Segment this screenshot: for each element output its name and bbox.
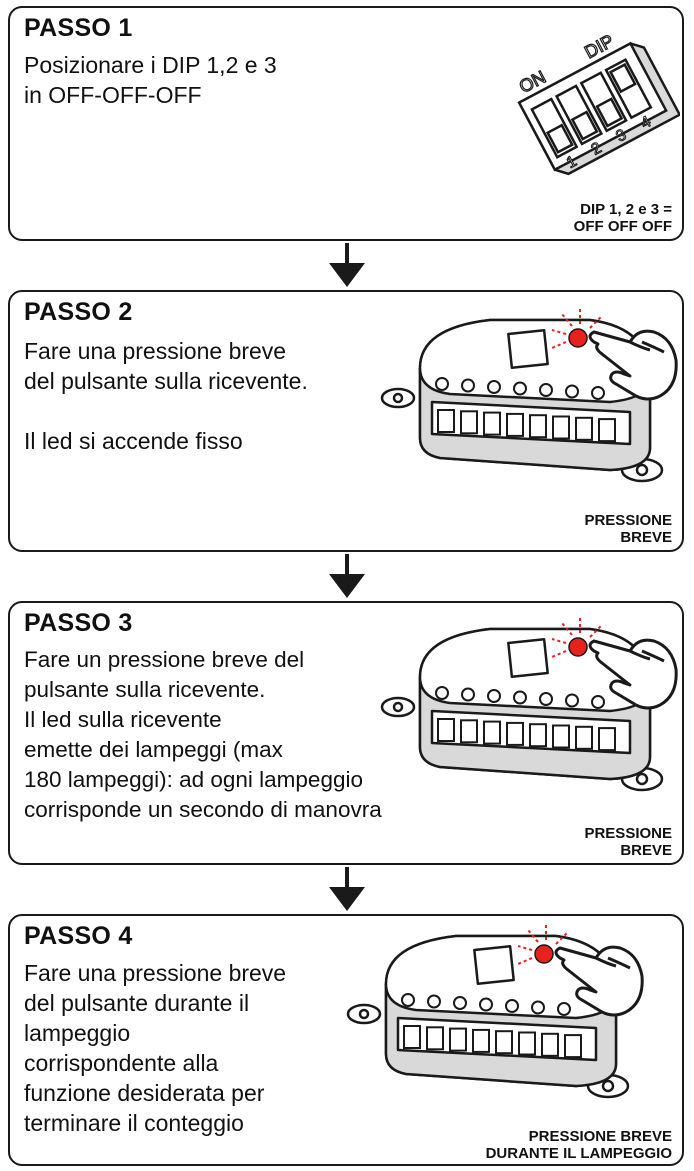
pointing-hand-icon <box>554 945 644 1017</box>
step-3-panel: PASSO 3 Fare un pressione breve del puls… <box>8 601 684 865</box>
step-4-panel: PASSO 4 Fare una pressione breve del pul… <box>8 914 684 1166</box>
receiver-device-icon <box>380 308 678 483</box>
step-3-caption: PRESSIONE BREVE <box>584 825 672 859</box>
step-1-text: Posizionare i DIP 1,2 e 3 in OFF-OFF-OFF <box>24 50 277 110</box>
step-4-caption: PRESSIONE BREVE DURANTE IL LAMPEGGIO <box>485 1128 672 1162</box>
down-arrow-icon <box>329 243 365 287</box>
step-1-caption: DIP 1, 2 e 3 = OFF OFF OFF <box>573 201 672 235</box>
receiver-device-icon <box>380 617 678 792</box>
step-1-line: Posizionare i DIP 1,2 e 3 <box>24 52 277 78</box>
step-3-title: PASSO 3 <box>24 609 133 637</box>
step-2-caption: PRESSIONE BREVE <box>584 512 672 546</box>
step-4-title: PASSO 4 <box>24 922 133 950</box>
step-3-text: Fare un pressione breve del pulsante sul… <box>24 647 382 822</box>
step-2-panel: PASSO 2 Fare una pressione breve del pul… <box>8 290 684 552</box>
step-4-text: Fare una pressione breve del pulsante du… <box>24 960 287 1136</box>
step-1-panel: PASSO 1 Posizionare i DIP 1,2 e 3 in OFF… <box>8 6 684 241</box>
step-2-title: PASSO 2 <box>24 298 133 326</box>
pointing-hand-icon <box>588 329 678 401</box>
down-arrow-icon <box>329 554 365 598</box>
receiver-device-icon <box>346 924 644 1099</box>
pointing-hand-icon <box>588 638 678 710</box>
dip-switch-icon: ON DIP 1 2 3 4 <box>515 30 680 176</box>
step-1-line: in OFF-OFF-OFF <box>24 82 202 108</box>
down-arrow-icon <box>329 867 365 911</box>
step-1-title: PASSO 1 <box>24 14 133 42</box>
step-2-text: Fare una pressione breve del pulsante su… <box>24 338 308 454</box>
